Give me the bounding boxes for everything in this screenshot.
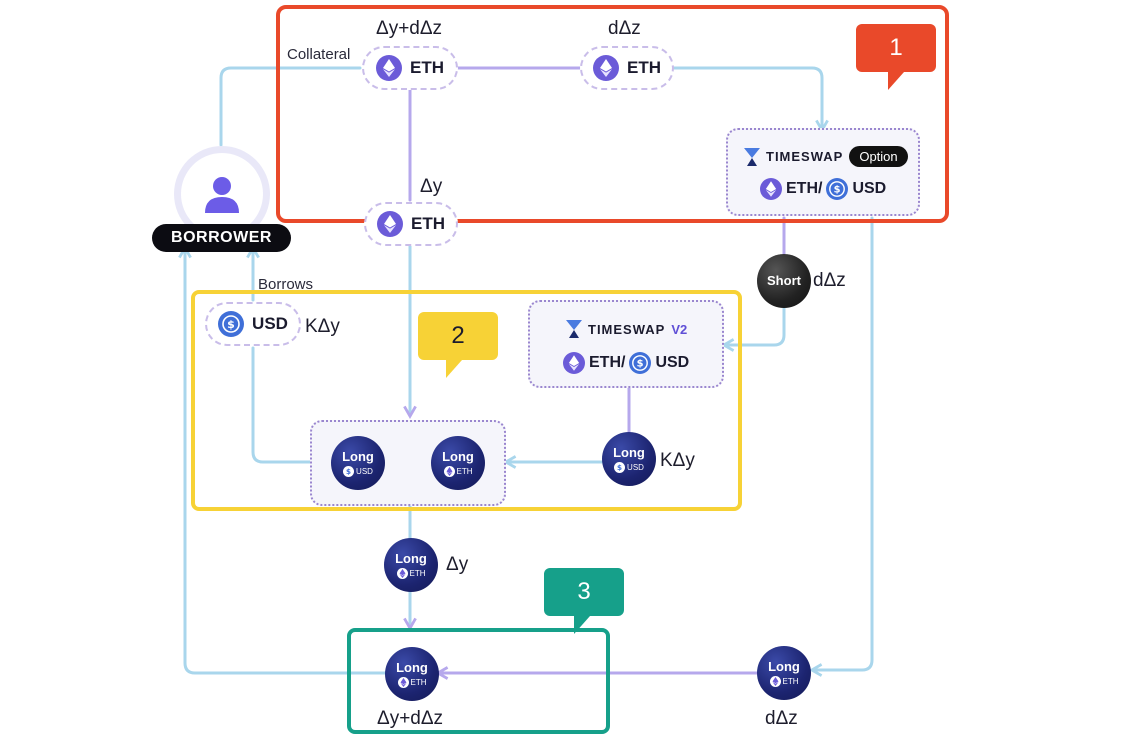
- label-collateral: Collateral: [287, 46, 351, 63]
- label-dy-plus-dz-top: Δy+dΔz: [376, 18, 443, 39]
- label-k-dy-right: KΔy: [660, 450, 695, 471]
- line-to-option: [670, 66, 822, 126]
- eth-icon: [769, 675, 781, 687]
- pair-eth: ETH/: [786, 180, 823, 197]
- eth-icon: [376, 55, 402, 81]
- long-eth-token-mid: Long ETH: [384, 538, 438, 592]
- user-icon: [205, 177, 239, 213]
- v2-pair: ETH/ $ USD: [563, 352, 689, 374]
- timeswap-logo-icon: [566, 320, 582, 338]
- long-eth-token-right: Long ETH: [757, 646, 811, 700]
- usd-coin-icon: $: [826, 178, 849, 200]
- token-label: Short: [767, 273, 801, 288]
- timeswap-brand-name: TIMESWAP: [588, 321, 666, 337]
- eth-icon: [443, 465, 455, 477]
- token-sub: ETH: [409, 568, 426, 578]
- token-label: Long: [442, 448, 474, 464]
- highlight-box-2: [191, 290, 742, 511]
- pair-usd: USD: [852, 180, 887, 197]
- timeswap-option-box: [726, 128, 920, 216]
- long-usd-token-v2: Long $ USD: [602, 432, 656, 486]
- line-option-long-right: [816, 216, 874, 670]
- timeswap-v2-brand: TIMESWAP V2: [566, 320, 687, 338]
- short-token: Short: [757, 254, 811, 308]
- token-sub: ETH: [456, 466, 473, 476]
- label-dy-lower: Δy: [446, 554, 469, 575]
- svg-text:$: $: [617, 463, 622, 472]
- eth-icon: [377, 211, 403, 237]
- pair-eth: ETH/: [589, 354, 626, 371]
- label-short-dz: dΔz: [813, 270, 846, 291]
- line-back-borrower: [185, 252, 390, 675]
- timeswap-v2-box: [528, 300, 724, 388]
- svg-text:$: $: [227, 318, 235, 331]
- token-sub: USD: [627, 462, 644, 472]
- usd-coin-icon: $: [629, 352, 652, 374]
- eth-pill-label: ETH: [410, 58, 444, 77]
- eth-pill-dz: ETH: [580, 46, 674, 90]
- long-usd-token: Long $ USD: [331, 436, 385, 490]
- eth-icon: [593, 55, 619, 81]
- badge-2: 2: [418, 312, 498, 378]
- label-borrows: Borrows: [258, 276, 314, 293]
- eth-pill-collateral: ETH: [362, 46, 458, 90]
- token-sub: USD: [356, 466, 373, 476]
- option-pair: ETH/ $ USD: [760, 178, 886, 200]
- label-dz-top: dΔz: [608, 18, 641, 39]
- eth-pill-label: ETH: [411, 214, 445, 233]
- usd-pill-borrow: $ USD: [205, 302, 301, 346]
- svg-text:$: $: [637, 359, 644, 370]
- eth-icon: [397, 676, 409, 688]
- eth-icon: [563, 352, 585, 374]
- badge-3: 3: [544, 568, 624, 634]
- token-sub: ETH: [410, 677, 427, 687]
- label-dy-plus-dz-bottom: Δy+dΔz: [377, 708, 444, 729]
- long-eth-token-bottom: Long ETH: [385, 647, 439, 701]
- badge-1: 1: [856, 24, 936, 90]
- eth-icon: [396, 567, 408, 579]
- label-k-dy-left: KΔy: [305, 316, 340, 337]
- usd-coin-icon: $: [343, 465, 355, 477]
- option-tag: Option: [849, 146, 908, 167]
- line-borrower-collateral: [219, 66, 362, 147]
- label-dy-mid: Δy: [420, 176, 443, 197]
- eth-pill-dy: ETH: [364, 202, 458, 246]
- timeswap-logo-icon: [744, 147, 760, 166]
- line-short-v2: [728, 304, 786, 345]
- label-dz-bottom: dΔz: [765, 708, 798, 729]
- svg-text:$: $: [346, 467, 351, 476]
- version-label: V2: [671, 321, 688, 337]
- token-label: Long: [613, 444, 645, 460]
- token-label: Long: [395, 550, 427, 566]
- timeswap-brand-name: TIMESWAP: [766, 149, 844, 164]
- long-eth-token-box: Long ETH: [431, 436, 485, 490]
- timeswap-option-brand: TIMESWAP Option: [744, 146, 908, 167]
- token-label: Long: [768, 658, 800, 674]
- highlight-box-1: [276, 5, 949, 223]
- usd-coin-icon: $: [218, 311, 245, 337]
- pair-usd: USD: [655, 354, 690, 371]
- usd-pill-label: USD: [252, 314, 288, 333]
- borrower-label: BORROWER: [152, 224, 291, 252]
- token-label: Long: [342, 448, 374, 464]
- eth-icon: [760, 178, 782, 200]
- highlight-box-3: [347, 628, 610, 734]
- line-usd-to-box: [251, 346, 312, 464]
- token-label: Long: [396, 659, 428, 675]
- token-sub: ETH: [782, 676, 799, 686]
- usd-coin-icon: $: [614, 461, 626, 473]
- svg-text:$: $: [834, 185, 841, 196]
- eth-pill-label: ETH: [627, 58, 661, 77]
